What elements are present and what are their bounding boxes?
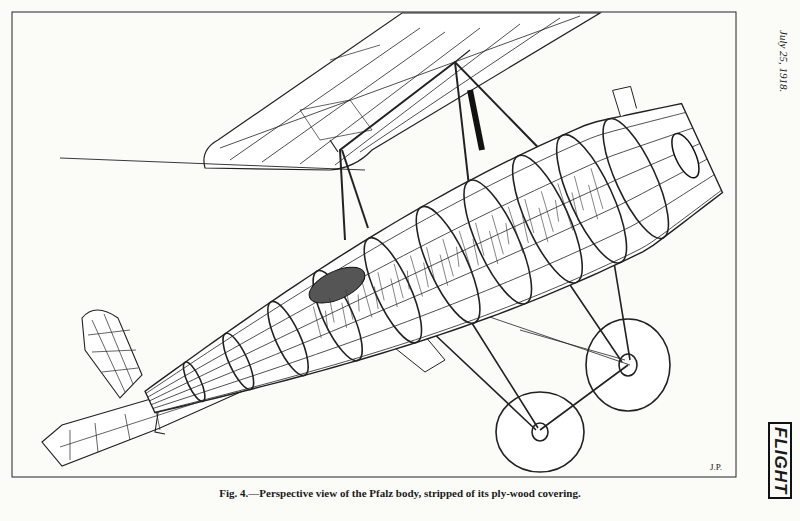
hatching [473,239,479,266]
hatching [489,231,498,264]
frame-ring [217,330,259,393]
fuselage-outline [145,104,722,413]
hatching [374,287,378,310]
issue-date: July 25, 1918. [778,30,790,92]
hatching [424,263,429,288]
frame-ring [543,127,640,272]
hatching [443,239,454,276]
hatching [456,247,459,267]
hatching [525,199,534,233]
frame-ring [591,111,681,246]
nose-cowl [666,130,704,182]
hatching [541,191,553,232]
frame-ring [260,297,316,381]
hatching [589,185,598,219]
hatching [325,311,327,331]
hatching [391,278,397,307]
hatching [358,295,359,312]
hatching [346,289,353,320]
hatching [476,223,484,256]
hatching [572,192,578,220]
frame-ring [404,199,492,331]
hatching [378,272,384,300]
hatching [558,184,573,231]
exhaust [613,86,637,116]
hatching [492,215,503,254]
hatching [555,200,558,222]
figure-caption: Fig. 4.—Perspective view of the Pfalz bo… [219,487,580,499]
hatching [508,207,523,253]
hatching [440,255,448,286]
stringer [146,112,686,393]
magazine-logo: FLIGHT [768,422,792,499]
hatching [362,281,372,318]
hatching [407,270,409,289]
hatching [574,176,583,210]
stringer [151,159,707,405]
hatching [329,298,334,323]
hatching [459,231,473,275]
fuselage-frame [145,86,722,412]
hatching [522,215,528,243]
plate-border [12,12,736,477]
wing-edge-line [60,158,365,170]
cockpit-opening [304,260,370,311]
hatching [410,255,422,296]
frame-ring [179,360,209,404]
hatching [539,208,548,242]
artist-signature: J.P. [710,462,722,472]
stringer [150,144,700,401]
hatching [313,306,321,338]
hatching [394,264,403,298]
frame-ring [451,172,544,312]
hatching [427,247,435,278]
hatching [506,223,509,244]
hatching [591,168,603,209]
frame-ring [499,147,595,291]
hatching [342,303,347,328]
